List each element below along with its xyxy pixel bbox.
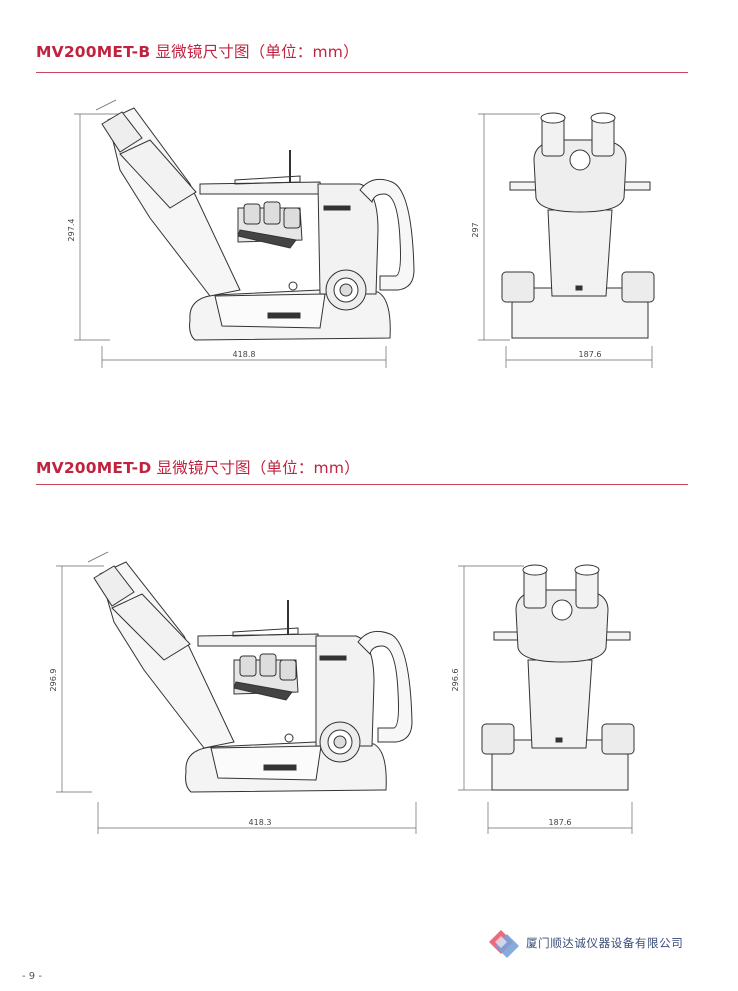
company-logo-icon	[489, 930, 519, 958]
front-height-label: 297	[471, 222, 480, 237]
section-2-title-rest: 显微镜尺寸图（单位：mm）	[151, 459, 360, 477]
front-view-dimensions-2	[458, 565, 633, 834]
side-width-label-2: 418.3	[249, 818, 272, 827]
section-1-title-rest: 显微镜尺寸图（单位：mm）	[150, 43, 359, 61]
front-width-label-2: 187.6	[549, 818, 572, 827]
section-1-drawing: 297.4 418.8 297 187.6	[67, 99, 655, 368]
footer-brand: 厦门顺达诚仪器设备有限公司	[487, 928, 727, 958]
side-height-label-2: 296.9	[49, 669, 58, 692]
section-2-drawing: 296.9 418.3 296.6 187.6	[49, 551, 635, 834]
side-width-label: 418.8	[233, 350, 256, 359]
side-view-dimensions-2	[56, 551, 417, 834]
page-number: - 9 -	[22, 971, 42, 982]
section-1-model: MV200MET-B	[36, 43, 151, 61]
microscope-side-view	[101, 107, 415, 341]
section-1-rule	[36, 72, 688, 73]
section-2-rule	[36, 484, 688, 485]
side-height-label: 297.4	[67, 219, 76, 242]
side-view-dimensions	[74, 99, 387, 368]
microscope-front-view-2	[481, 564, 635, 791]
microscope-side-view-2	[93, 561, 413, 793]
microscope-front-view	[501, 112, 655, 339]
section-2-title: MV200MET-D 显微镜尺寸图（单位：mm）	[36, 456, 360, 478]
company-name: 厦门顺达诚仪器设备有限公司	[526, 936, 684, 950]
section-1-title: MV200MET-B 显微镜尺寸图（单位：mm）	[36, 40, 359, 62]
section-2-model: MV200MET-D	[36, 459, 152, 477]
front-view-dimensions	[478, 113, 653, 368]
front-width-label: 187.6	[579, 350, 602, 359]
front-height-label-2: 296.6	[451, 669, 460, 692]
